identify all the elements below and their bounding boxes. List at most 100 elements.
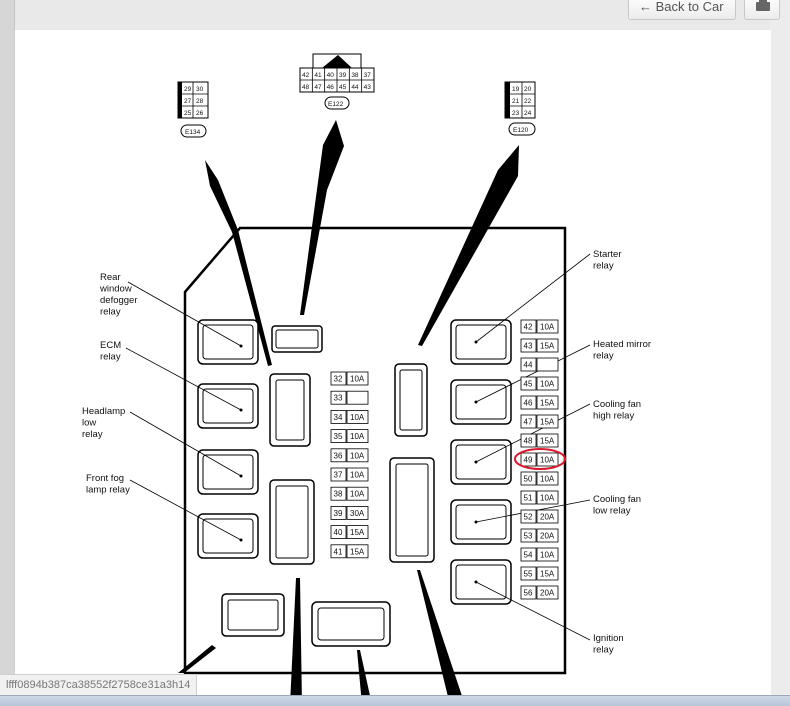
- fuse-number: 49: [524, 456, 533, 465]
- fuse-amperage: 15A: [540, 570, 555, 579]
- fuse-32: 32 10A: [330, 371, 369, 386]
- fuse-number: 32: [334, 375, 343, 384]
- fuse-box-outline: [183, 226, 567, 675]
- fuse-amp-cell: [346, 371, 369, 386]
- fuse-number-cell: [330, 544, 347, 559]
- relay-label: defogger: [100, 295, 138, 306]
- fuse-44: 44: [520, 357, 559, 372]
- fuse-amperage: 10A: [350, 490, 365, 499]
- fuse-number-cell: [520, 376, 537, 391]
- fuse-amp-cell: [346, 409, 369, 424]
- fuse-number: 44: [524, 361, 533, 370]
- print-button[interactable]: [744, 0, 780, 20]
- relay-label: Rear: [100, 272, 121, 283]
- fuse-number: 41: [334, 547, 343, 556]
- printer-icon: [756, 0, 770, 11]
- fuse-amp-cell: [536, 528, 559, 543]
- fuse-43: 43 15A: [520, 338, 559, 353]
- fuse-amp-cell: [536, 452, 559, 467]
- fuse-amp-cell: [536, 585, 559, 600]
- fuse-amperage: 20A: [540, 589, 555, 598]
- relay-label: Cooling fan: [593, 399, 641, 410]
- fuse-amperage: 10A: [540, 456, 555, 465]
- relay-label: window: [99, 284, 132, 295]
- fuse-number: 51: [524, 494, 533, 503]
- fuse-55: 55 15A: [520, 566, 559, 581]
- e122-label: E122: [328, 101, 344, 108]
- e134-pin: 28: [196, 98, 204, 105]
- e122-pin: 48: [302, 84, 310, 91]
- fuse-amperage: 10A: [350, 413, 365, 422]
- fuse-amperage: 15A: [350, 528, 365, 537]
- fuse-number-cell: [330, 505, 347, 520]
- fuse-amp-cell: [536, 509, 559, 524]
- relay-label: relay: [100, 352, 121, 363]
- arrow-bottom-b: [357, 650, 372, 705]
- fuse-amp-cell: [536, 357, 559, 372]
- relay-label: lamp relay: [86, 485, 130, 496]
- fuse-amperage: 15A: [540, 437, 555, 446]
- e134-pin: 29: [184, 86, 192, 93]
- back-to-car-button[interactable]: ← Back to Car: [628, 0, 736, 20]
- relay-inner: [455, 444, 507, 480]
- e122-pin: 41: [314, 72, 322, 79]
- e122-pin: 38: [351, 72, 359, 79]
- relay-inner: [202, 518, 254, 554]
- fuse-amperage: 10A: [350, 451, 365, 460]
- arrow-e122: [300, 120, 344, 315]
- fuse-number-cell: [330, 371, 347, 386]
- diagram-page: [14, 30, 771, 705]
- fuse-amp-cell: [536, 547, 559, 562]
- fuse-amp-cell: [536, 414, 559, 429]
- e134-label: E134: [185, 129, 201, 136]
- relay-label: Starter: [593, 249, 622, 260]
- fuse-number: 43: [524, 342, 533, 351]
- relay-label: relay: [593, 261, 614, 272]
- connector-arrows: [178, 120, 519, 705]
- relay-label: relay: [593, 645, 614, 656]
- relay-label: relay: [100, 307, 121, 318]
- fuse-number: 55: [524, 570, 533, 579]
- fuse-number-cell: [520, 509, 537, 524]
- fuse-number-cell: [330, 525, 347, 539]
- e122-pin: 42: [302, 72, 310, 79]
- arrow-bottom-left: [178, 645, 216, 673]
- connector-left-block-inner: [275, 379, 305, 441]
- connector-top-small-inner: [275, 329, 319, 349]
- fusible-link-right-inner: [395, 463, 429, 557]
- fuse-number: 36: [334, 451, 343, 460]
- fuse-amperage: 10A: [350, 375, 365, 384]
- fuse-amperage: 20A: [540, 532, 555, 541]
- fuse-amperage: 15A: [540, 342, 555, 351]
- e120-pin: 22: [524, 98, 532, 105]
- fuse-amp-cell: [346, 390, 369, 405]
- fuse-amperage: 10A: [350, 432, 365, 441]
- fuse-number-cell: [520, 319, 537, 334]
- relay-label: Front fog: [86, 473, 124, 484]
- leader-line: [125, 347, 242, 411]
- fuse-number: 35: [334, 432, 343, 441]
- relay-inner: [455, 564, 507, 600]
- relay-label: low: [82, 418, 96, 429]
- e122-pin: 45: [339, 84, 347, 91]
- scrollbar-track[interactable]: [770, 0, 790, 705]
- relay-inner: [455, 384, 507, 420]
- fuse-amp-cell: [346, 525, 369, 539]
- e120-pin: 20: [524, 86, 532, 93]
- fuse-number-cell: [520, 566, 537, 581]
- fuse-33: 33: [330, 390, 369, 405]
- internal-connectors: [221, 325, 435, 647]
- fuse-number: 37: [334, 471, 343, 480]
